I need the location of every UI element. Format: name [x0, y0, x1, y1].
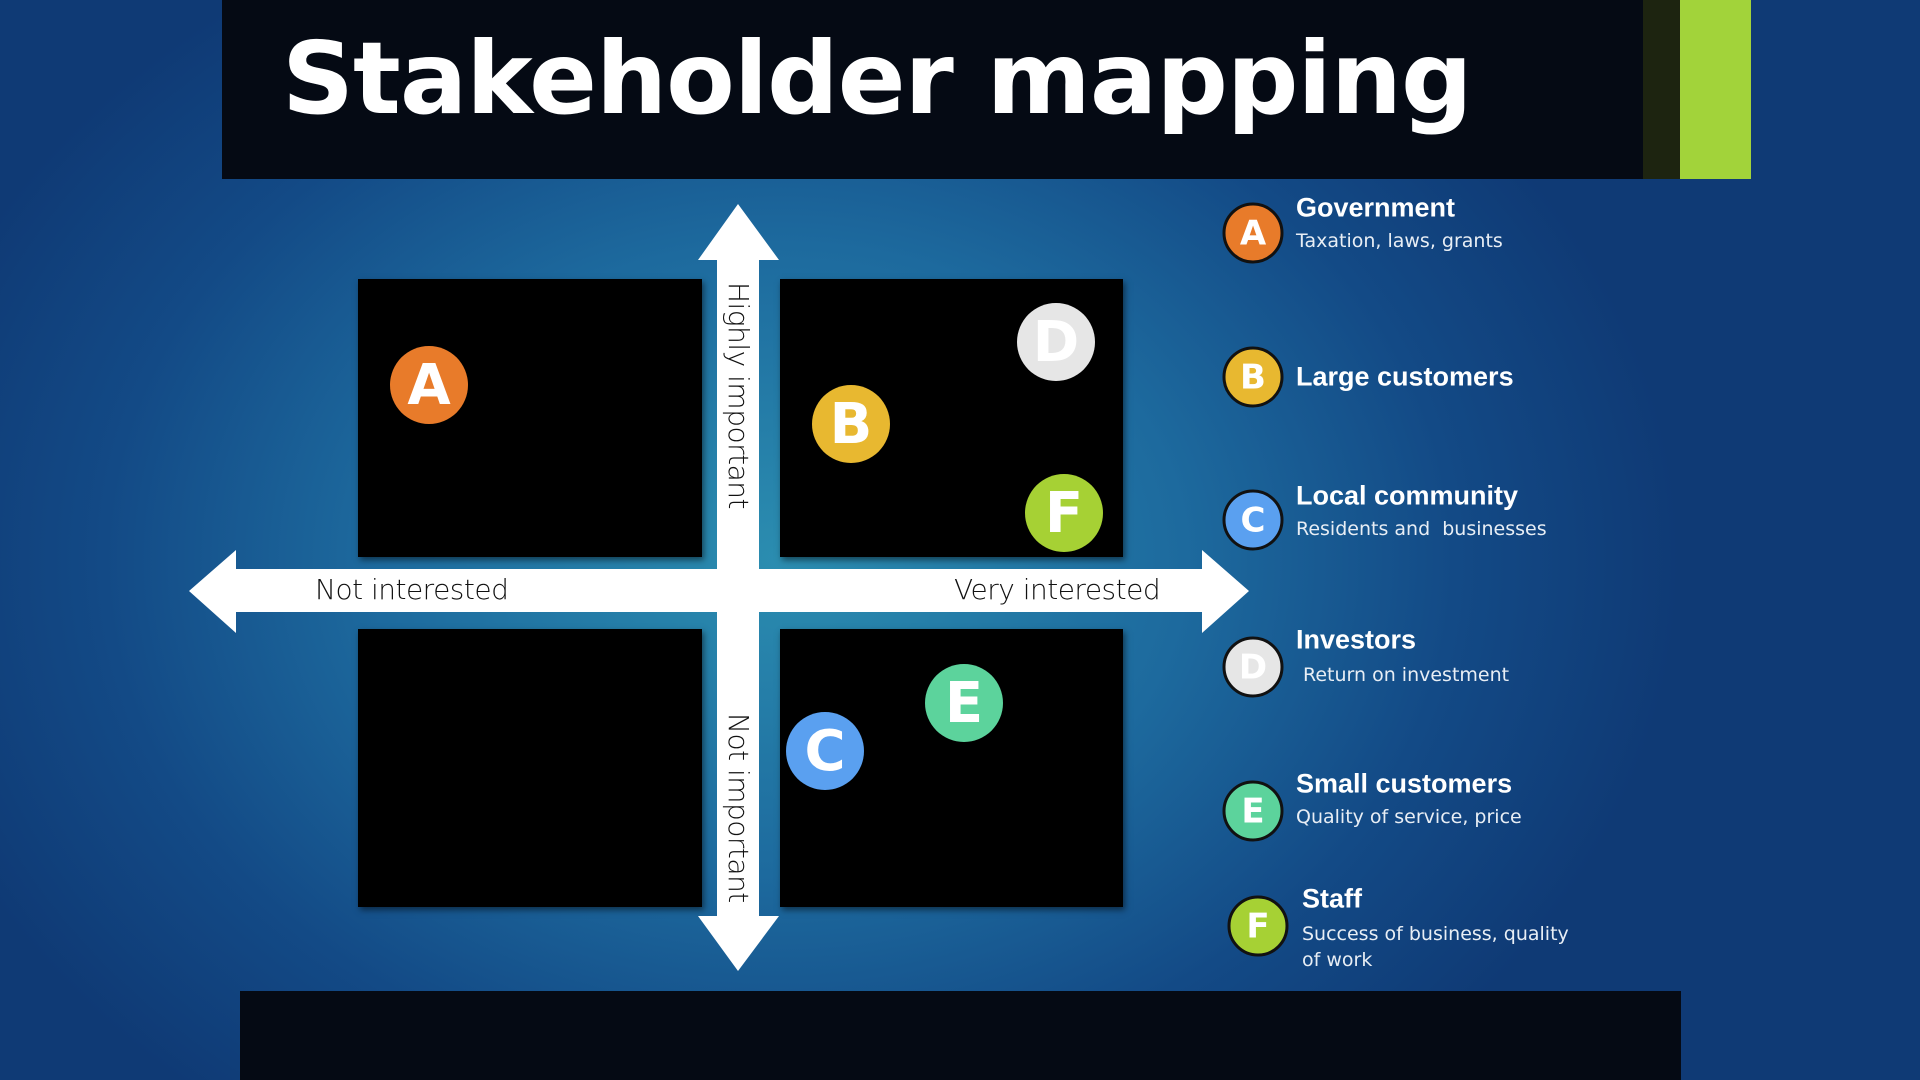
quadrant-bottom-left [358, 629, 702, 907]
legend-desc-government: Taxation, laws, grants [1296, 230, 1503, 252]
axis-label-not-interested: Not interested [315, 573, 509, 606]
legend-title-investors: Investors [1296, 624, 1417, 655]
legend-marker-d: D [1222, 636, 1284, 698]
slide-title: Stakeholder mapping [282, 20, 1473, 137]
map-marker-c: C [786, 712, 864, 790]
axis-label-highly-important: Highly important [722, 282, 755, 509]
accent-stripe-green [1680, 0, 1751, 179]
title-bar [222, 0, 1643, 179]
legend-marker-c: C [1222, 489, 1284, 551]
accent-stripe-dark [1643, 0, 1680, 179]
map-marker-a: A [390, 346, 468, 424]
legend-desc-staff-line2: of work [1302, 949, 1373, 971]
legend-title-government: Government [1296, 192, 1456, 223]
legend-marker-a: A [1222, 202, 1284, 264]
legend-title-large-customers: Large customers [1296, 361, 1514, 392]
bottom-bar [240, 991, 1681, 1080]
map-marker-b: B [812, 385, 890, 463]
legend-marker-b: B [1222, 346, 1284, 408]
legend-desc-small-customers: Quality of service, price [1296, 806, 1522, 828]
horizontal-axis-arrow [189, 550, 1249, 633]
legend-desc-investors: Return on investment [1303, 664, 1510, 686]
map-marker-f: F [1025, 474, 1103, 552]
legend-marker-e: E [1222, 780, 1284, 842]
legend-title-small-customers: Small customers [1296, 768, 1513, 799]
legend-desc-local-community: Residents and businesses [1296, 518, 1547, 540]
axis-label-very-interested: Very interested [954, 573, 1161, 606]
legend-title-staff: Staff [1302, 883, 1362, 914]
legend-marker-f: F [1227, 895, 1289, 957]
legend-title-local-community: Local community [1296, 480, 1519, 511]
map-marker-e: E [925, 664, 1003, 742]
axis-label-not-important: Not important [722, 713, 755, 903]
map-marker-d: D [1017, 303, 1095, 381]
legend-desc-staff: Success of business, quality [1302, 923, 1569, 945]
